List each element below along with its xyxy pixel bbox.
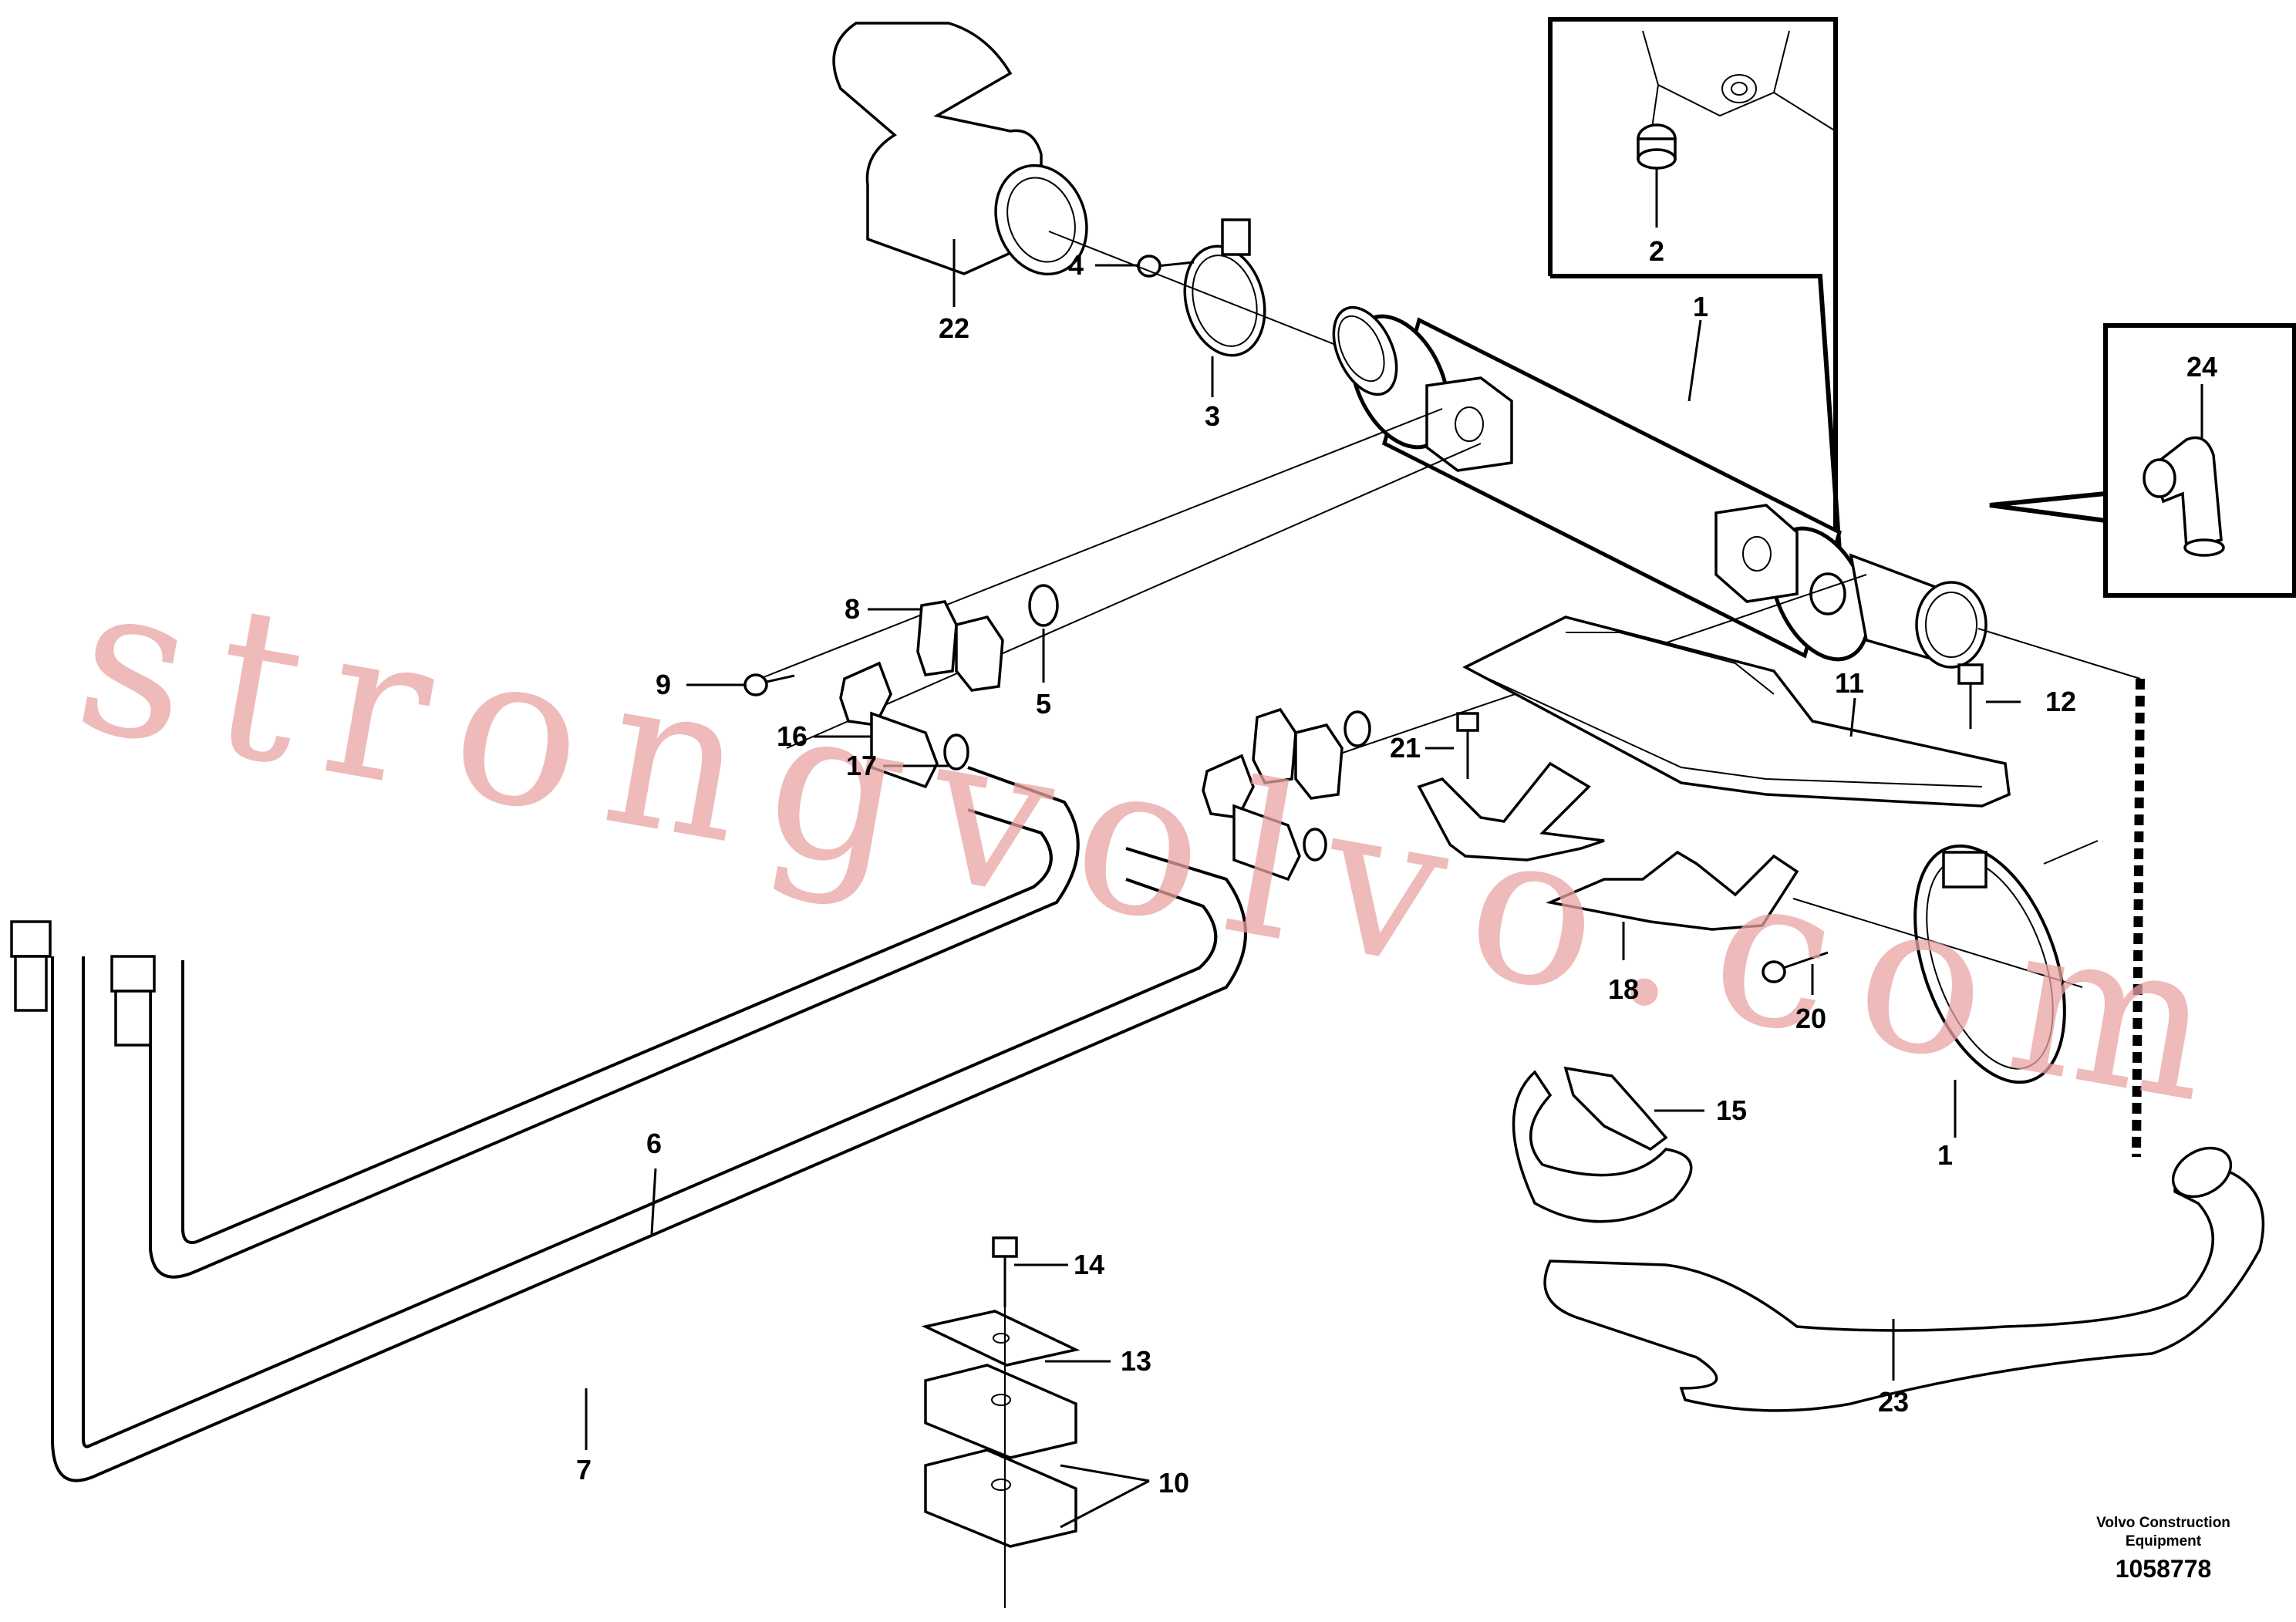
tube-6-icon: [149, 766, 1080, 1279]
hex-fitting-right-icon: [110, 955, 156, 1047]
callout-10: 10: [1158, 1467, 1189, 1499]
callout-15: 15: [1716, 1094, 1747, 1126]
bolt-14-icon: [992, 1236, 1018, 1307]
plug-icon: [1637, 123, 1677, 170]
callout-17: 17: [846, 750, 877, 781]
callout-18: 18: [1608, 973, 1639, 1005]
callout-8: 8: [845, 593, 860, 625]
callout-9: 9: [656, 669, 671, 700]
hex-fitting-left-icon: [10, 920, 52, 1012]
callout-2: 2: [1649, 235, 1664, 267]
bracket-18-icon: [1417, 761, 1799, 931]
bracket-11-icon: [1462, 615, 2011, 808]
drawing-number: 1058778: [2116, 1555, 2212, 1583]
callout-12: 12: [2045, 686, 2076, 717]
hose-23-icon: [1543, 1146, 2265, 1412]
callout-21: 21: [1390, 732, 1421, 764]
tube-7-icon: [51, 847, 1247, 1482]
callout-partial: 1: [1937, 1139, 1953, 1171]
bolt-21-icon: [1456, 712, 1479, 779]
clamp-19-icon: [1913, 844, 2066, 1084]
inset-box-elbow: [1989, 323, 2296, 598]
plate-13-icon: [921, 1310, 1081, 1367]
clamp-3-icon: [1183, 218, 1266, 357]
maker-line-2: Equipment: [2126, 1533, 2202, 1549]
callout-6: 6: [646, 1128, 662, 1159]
callout-5: 5: [1036, 688, 1051, 720]
callout-3: 3: [1205, 400, 1220, 432]
nipple-16-icon: [839, 661, 939, 789]
flange-half-8-icon: [916, 600, 1004, 692]
callout-22: 22: [939, 312, 969, 344]
footer-block: Volvo Construction Equipment 1058778: [2096, 1515, 2230, 1583]
callout-23: 23: [1878, 1386, 1909, 1418]
callout-7: 7: [576, 1454, 592, 1485]
cooler-1-icon: [1332, 305, 1988, 669]
callout-16: 16: [777, 720, 807, 752]
oring-5-icon: [1028, 584, 1059, 627]
bolt-12-icon: [1957, 663, 1984, 729]
elbow-fitting-icon: [2143, 436, 2225, 557]
strap-15-icon: [1512, 1066, 1693, 1223]
callout-1: 1: [1693, 291, 1708, 322]
callout-11: 11: [1835, 667, 1864, 699]
oring-17-icon: [943, 733, 969, 771]
bolt-4-icon: [1137, 255, 1195, 278]
inset-box-plug: [1548, 17, 1842, 552]
callout-24: 24: [2186, 351, 2217, 383]
callout-13: 13: [1121, 1345, 1151, 1377]
hose-22-icon: [832, 22, 1088, 276]
callout-labels: 1 2 3 4 5 6 7 8 9 10 11 12 13 14 15 16 1…: [576, 235, 2217, 1499]
callout-20: 20: [1795, 1003, 1826, 1034]
clamp-10-icon: [924, 1364, 1077, 1548]
bolt-9-icon: [743, 673, 795, 696]
callout-4: 4: [1068, 249, 1084, 281]
callout-14: 14: [1074, 1249, 1104, 1280]
maker-line-1: Volvo Construction: [2096, 1515, 2230, 1531]
bolt-20-icon: [1762, 951, 1829, 983]
